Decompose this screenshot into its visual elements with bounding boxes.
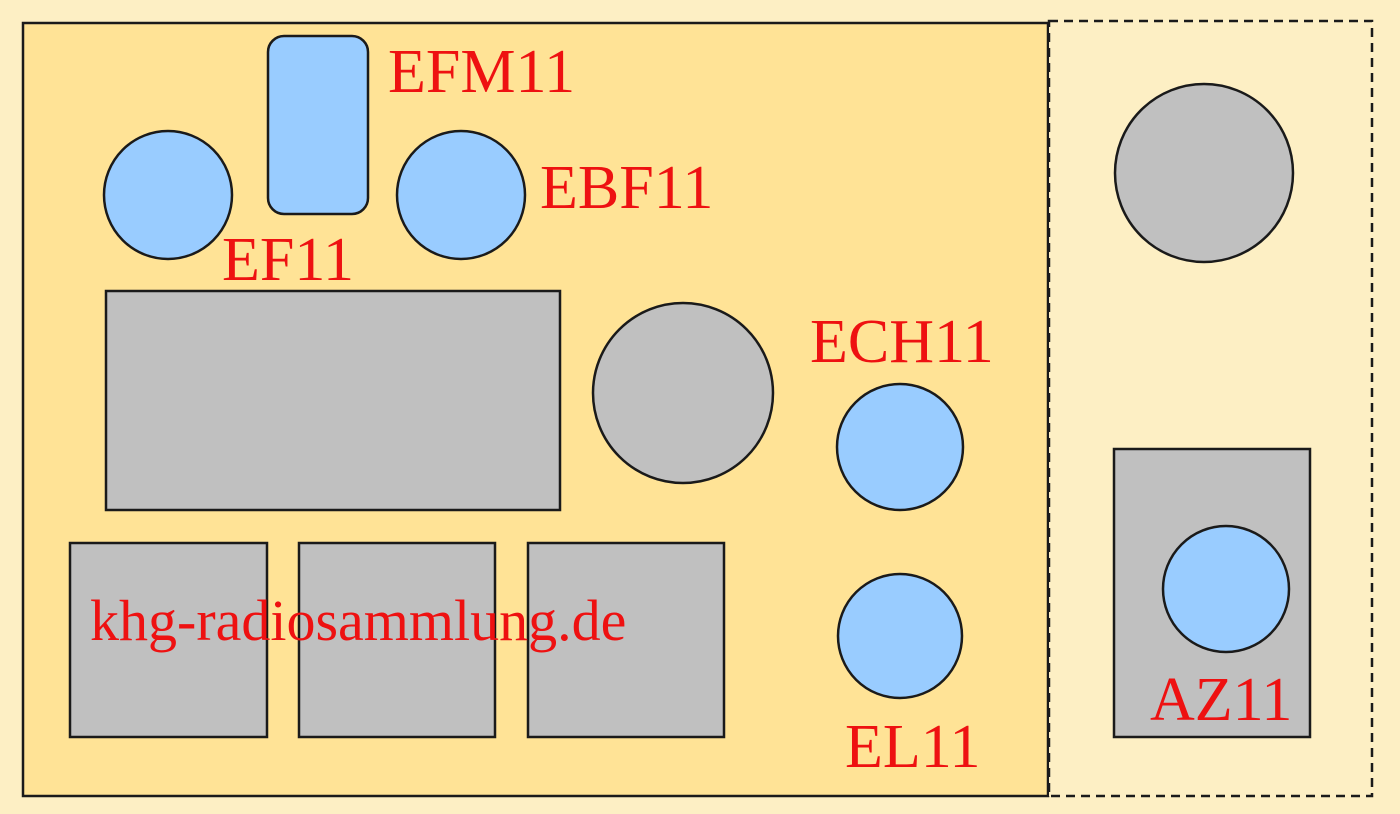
watermark-text: khg-radiosammlung.de [90,588,626,653]
tube-efm11 [266,34,370,216]
tube-ech11 [835,382,965,512]
tube-ebf11 [395,129,527,261]
speaker-component [1113,82,1295,264]
filter-can-1 [68,541,269,739]
label-el11: EL11 [845,713,980,781]
round-component [591,301,775,485]
tube-el11 [836,572,964,700]
filter-can-2 [297,541,497,739]
filter-can-3 [526,541,726,739]
variable-capacitor [104,289,562,512]
label-efm11: EFM11 [388,38,575,106]
label-ef11: EF11 [222,226,354,294]
label-ech11: ECH11 [810,308,994,376]
label-az11: AZ11 [1150,666,1292,734]
tube-ef11 [102,129,234,261]
tube-az11 [1161,524,1291,654]
label-ebf11: EBF11 [540,154,713,222]
